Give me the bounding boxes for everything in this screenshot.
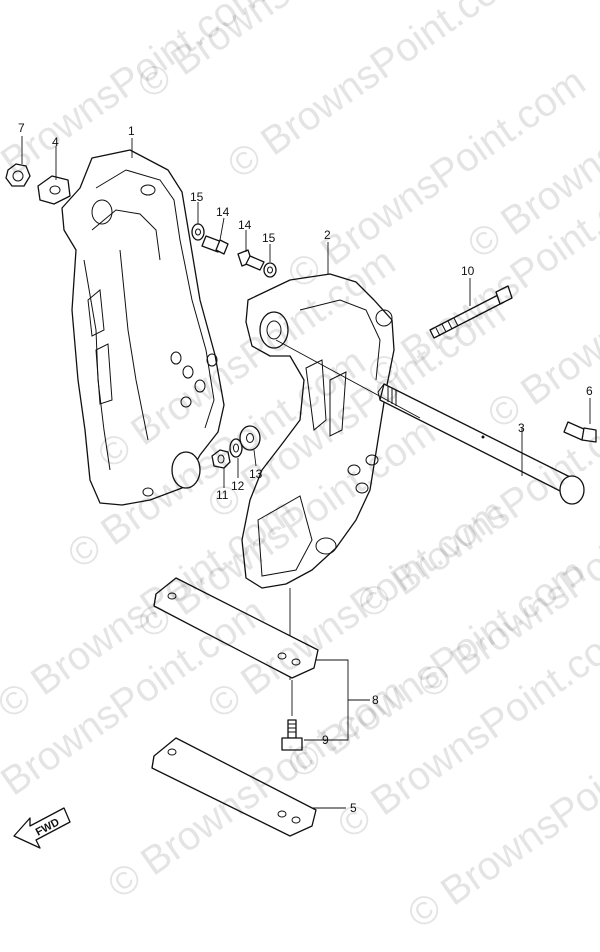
mounting-bolt-part xyxy=(281,719,303,751)
washer-hole-lower xyxy=(267,266,273,274)
callout-14-upper: 14 xyxy=(216,205,230,219)
clamp-bracket-right xyxy=(241,273,395,589)
clamp-bracket-left xyxy=(61,149,225,506)
flat-washer-part xyxy=(239,425,261,451)
spacer-plate-lower xyxy=(151,737,317,837)
lock-washer-hole xyxy=(233,443,239,453)
nut-part-lower xyxy=(211,449,231,469)
fwd-arrow-icon: FWD xyxy=(13,807,71,849)
clamp-shaft xyxy=(377,383,585,505)
alignment-line xyxy=(275,339,421,419)
washer-part-lower xyxy=(263,262,277,278)
small-bolt-part xyxy=(563,421,597,443)
callout-10: 10 xyxy=(461,264,475,278)
callout-5: 5 xyxy=(350,801,357,815)
plate-part xyxy=(37,175,71,205)
washer-hole-upper xyxy=(195,228,201,236)
long-bolt-part xyxy=(429,285,513,339)
callout-3: 3 xyxy=(518,421,525,435)
callout-15-lower: 15 xyxy=(262,231,276,245)
callout-2: 2 xyxy=(324,228,331,242)
callout-14-lower: 14 xyxy=(238,218,252,232)
fwd-label: FWD xyxy=(34,816,62,838)
callout-11: 11 xyxy=(216,488,229,502)
leader-lines xyxy=(21,136,591,809)
nut-part xyxy=(5,163,31,187)
callout-7: 7 xyxy=(18,121,25,135)
callout-12: 12 xyxy=(231,479,245,493)
callout-1: 1 xyxy=(128,124,135,138)
flat-washer-hole xyxy=(246,433,254,443)
bolt-part-lower xyxy=(237,249,265,271)
callout-4: 4 xyxy=(52,135,59,149)
lock-washer-part xyxy=(229,438,243,458)
callout-8: 8 xyxy=(372,693,379,707)
washer-part-upper xyxy=(191,223,205,241)
spacer-plate-upper xyxy=(153,577,319,679)
callout-13: 13 xyxy=(249,467,263,481)
callout-6: 6 xyxy=(586,384,593,398)
callout-9: 9 xyxy=(322,733,329,747)
bolt-part-upper xyxy=(201,235,229,255)
callout-15-upper: 15 xyxy=(190,190,204,204)
